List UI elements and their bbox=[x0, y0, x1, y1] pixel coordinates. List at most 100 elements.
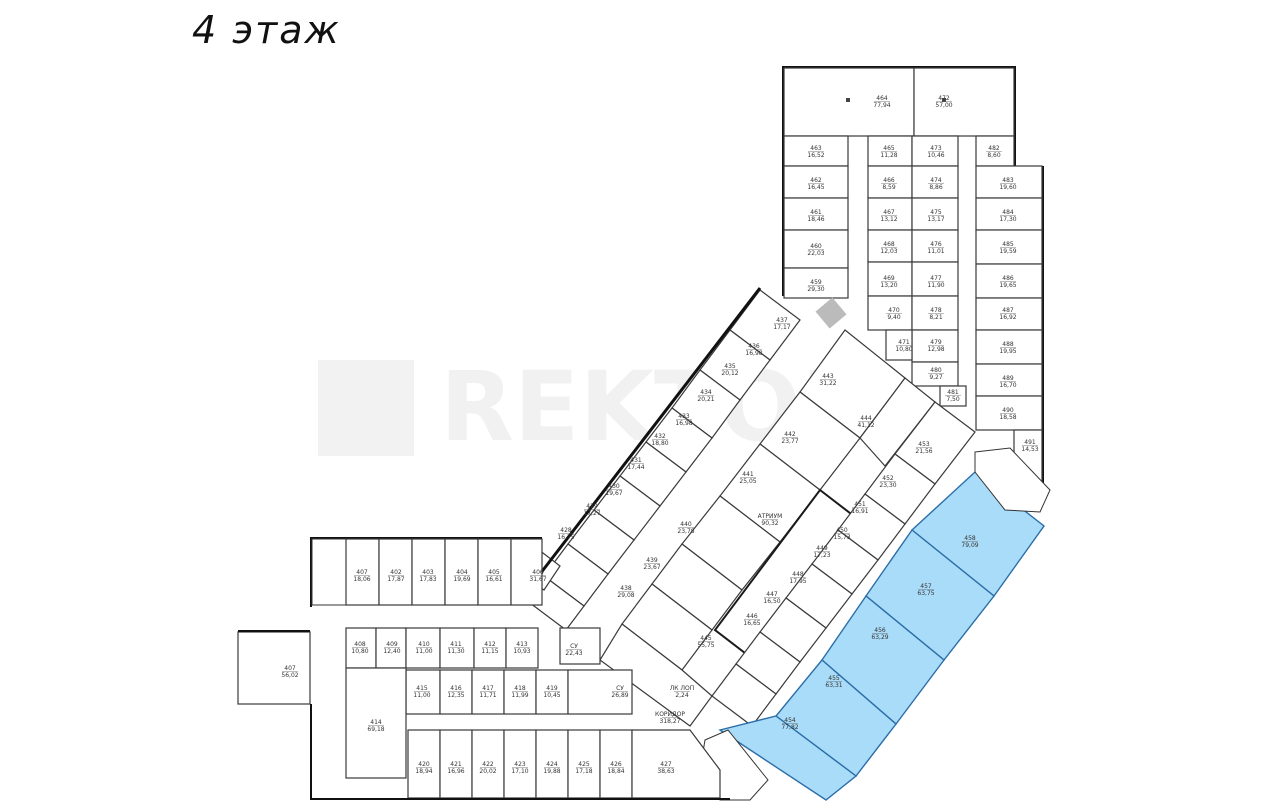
room-482[interactable] bbox=[975, 135, 1015, 167]
room-474[interactable] bbox=[911, 165, 959, 199]
room-su-1[interactable] bbox=[559, 627, 601, 665]
room-number: 407 bbox=[356, 569, 368, 576]
room-number: 459 bbox=[810, 279, 822, 286]
room-480[interactable] bbox=[911, 361, 959, 387]
room-number: 451 bbox=[854, 501, 866, 508]
room-461[interactable] bbox=[783, 197, 849, 231]
room-407b[interactable] bbox=[237, 631, 311, 705]
room-number: 410 bbox=[418, 641, 430, 648]
room-459[interactable] bbox=[783, 267, 849, 299]
room-407a[interactable] bbox=[345, 538, 380, 606]
room-402[interactable] bbox=[378, 538, 413, 606]
room-462[interactable] bbox=[783, 165, 849, 199]
room-area: 12,98 bbox=[927, 346, 944, 353]
room-number: 408 bbox=[354, 641, 366, 648]
room-number: 422 bbox=[482, 761, 494, 768]
room-415[interactable] bbox=[405, 669, 441, 715]
room-444[interactable] bbox=[859, 377, 936, 467]
room-number: 453 bbox=[918, 441, 930, 448]
room-number: 421 bbox=[450, 761, 462, 768]
room-425[interactable] bbox=[567, 729, 601, 799]
diagonal-wing-inner bbox=[599, 329, 976, 727]
room-number: 478 bbox=[930, 307, 942, 314]
room-463[interactable] bbox=[783, 135, 849, 167]
room-414[interactable] bbox=[345, 667, 407, 779]
room-area: 9,40 bbox=[887, 314, 901, 321]
room-478[interactable] bbox=[911, 295, 959, 331]
room-area: 8,86 bbox=[929, 184, 943, 191]
room-number: 437 bbox=[776, 317, 788, 324]
room-486[interactable] bbox=[975, 263, 1043, 299]
room-471[interactable] bbox=[885, 329, 913, 361]
room-417[interactable] bbox=[471, 669, 505, 715]
room-number: 463 bbox=[810, 145, 822, 152]
room-area: 11,99 bbox=[511, 692, 528, 699]
room-404[interactable] bbox=[444, 538, 479, 606]
room-number: 445 bbox=[700, 635, 712, 642]
room-number: 450 bbox=[836, 527, 848, 534]
room-area: 18,06 bbox=[353, 576, 370, 583]
room-area: 63,29 bbox=[871, 634, 888, 641]
room-number: 438 bbox=[620, 585, 632, 592]
room-area: 8,60 bbox=[987, 152, 1001, 159]
room-number: 462 bbox=[810, 177, 822, 184]
room-area: 2,24 bbox=[675, 692, 689, 699]
room-number: 429 bbox=[586, 503, 598, 510]
room-411[interactable] bbox=[439, 627, 475, 669]
room-445[interactable] bbox=[599, 623, 713, 727]
room-area: 16,98 bbox=[675, 420, 692, 427]
room-481[interactable] bbox=[939, 385, 967, 407]
room-number: 416 bbox=[450, 685, 462, 692]
room-475[interactable] bbox=[911, 197, 959, 231]
room-484[interactable] bbox=[975, 197, 1043, 231]
room-area: 31,22 bbox=[819, 380, 836, 387]
room-405[interactable] bbox=[477, 538, 512, 606]
room-490[interactable] bbox=[975, 395, 1043, 431]
room-su-2[interactable] bbox=[567, 669, 633, 715]
room-area: 16,96 bbox=[447, 768, 464, 775]
room-408[interactable] bbox=[345, 627, 377, 669]
room-number: 440 bbox=[680, 521, 692, 528]
room-area: 17,83 bbox=[419, 576, 436, 583]
room-477[interactable] bbox=[911, 261, 959, 297]
west-wing bbox=[237, 537, 730, 800]
room-413[interactable] bbox=[505, 627, 539, 669]
room-487[interactable] bbox=[975, 297, 1043, 331]
room-406[interactable] bbox=[510, 538, 543, 606]
room-area: 17,10 bbox=[511, 768, 528, 775]
room-number: 405 bbox=[488, 569, 500, 576]
room-469[interactable] bbox=[867, 261, 913, 297]
room-number: 466 bbox=[883, 177, 895, 184]
room-410[interactable] bbox=[405, 627, 441, 669]
room-number: 465 bbox=[883, 145, 895, 152]
room-area: 29,30 bbox=[807, 286, 824, 293]
room-area: 11,30 bbox=[447, 648, 464, 655]
room-421[interactable] bbox=[439, 729, 473, 799]
room-485[interactable] bbox=[975, 229, 1043, 265]
room-412[interactable] bbox=[473, 627, 507, 669]
room-number: 464 bbox=[876, 95, 888, 102]
room-467[interactable] bbox=[867, 197, 913, 231]
room-number: 409 bbox=[386, 641, 398, 648]
room-427[interactable] bbox=[631, 729, 721, 799]
room-number: 404 bbox=[456, 569, 468, 576]
room-423[interactable] bbox=[503, 729, 537, 799]
room-454[interactable] bbox=[718, 715, 858, 801]
room-403[interactable] bbox=[411, 538, 446, 606]
room-area: 19,59 bbox=[999, 248, 1016, 255]
room-483[interactable] bbox=[975, 165, 1043, 199]
room-area: 13,12 bbox=[880, 216, 897, 223]
room-area: 16,91 bbox=[851, 508, 868, 515]
room-area: 23,67 bbox=[643, 564, 660, 571]
room-472[interactable] bbox=[913, 67, 1015, 137]
room-area: 16,75 bbox=[557, 534, 574, 541]
room-470[interactable] bbox=[867, 295, 913, 331]
room-488[interactable] bbox=[975, 329, 1043, 365]
room-number: 413 bbox=[516, 641, 528, 648]
room-number: КОРИДОР bbox=[655, 711, 685, 718]
room-area: 57,00 bbox=[935, 102, 952, 109]
room-number: 425 bbox=[578, 761, 590, 768]
room-area: 63,75 bbox=[917, 590, 934, 597]
room-424[interactable] bbox=[535, 729, 569, 799]
room-area: 18,84 bbox=[607, 768, 624, 775]
